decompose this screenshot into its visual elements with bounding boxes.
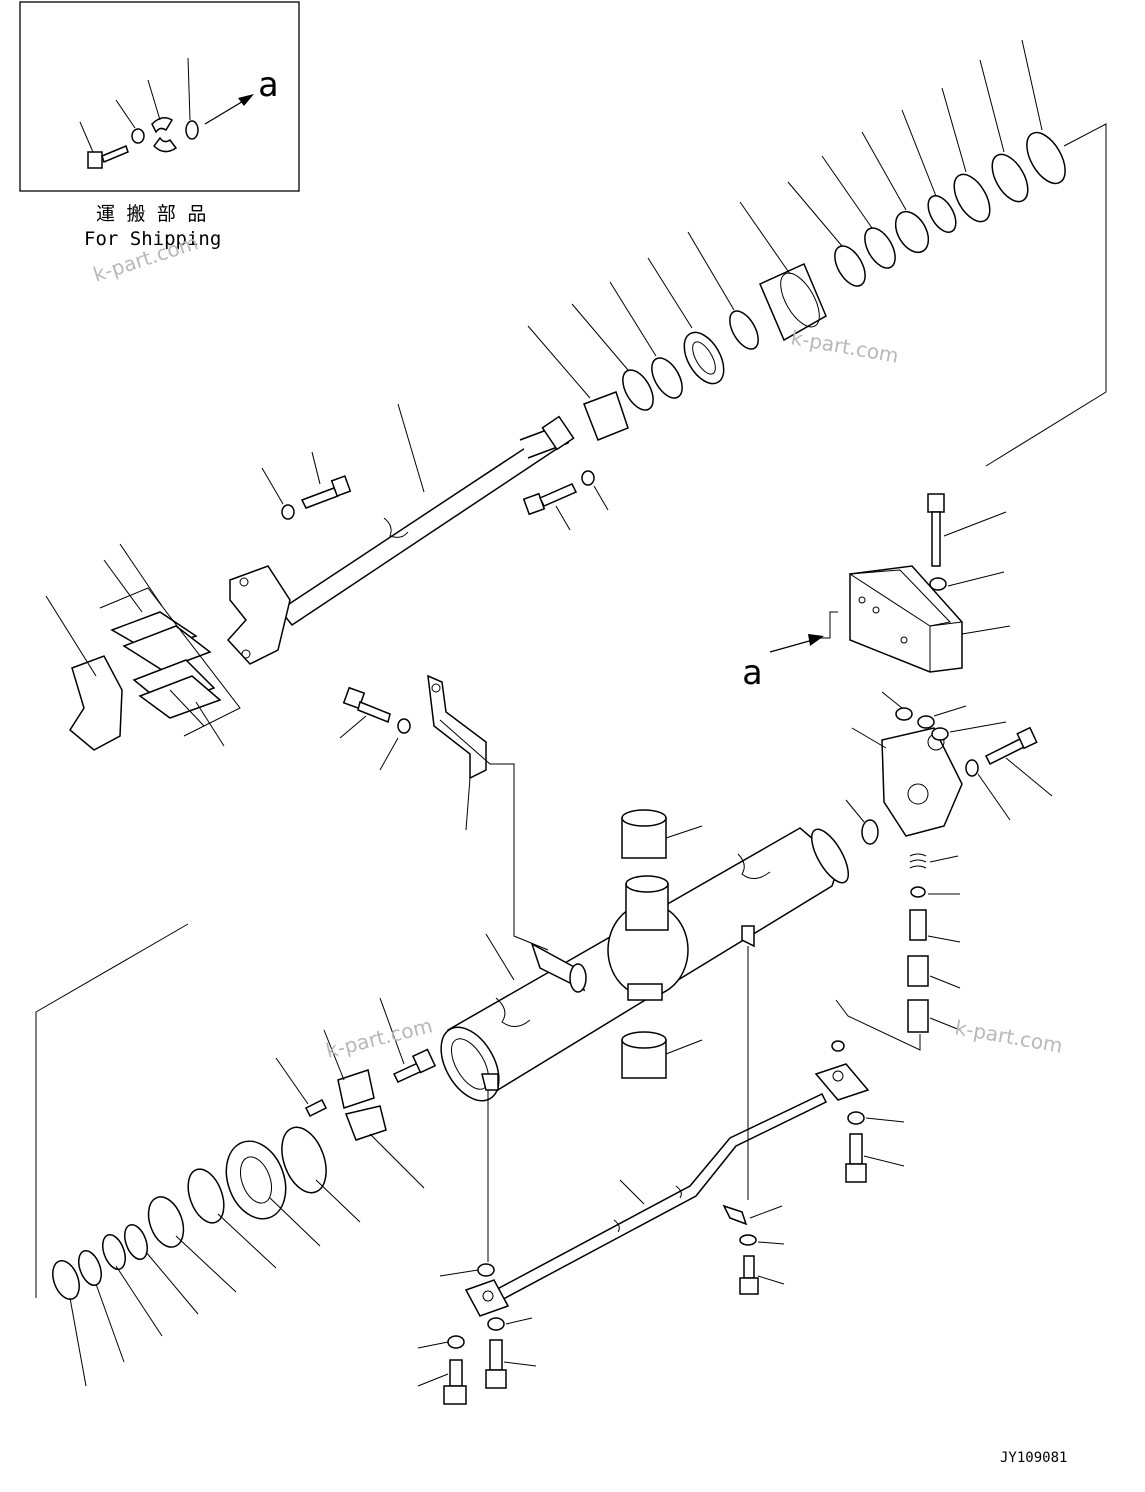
inset-arrow (204, 94, 254, 125)
set-screw (275, 1057, 328, 1118)
piston-assembly (35, 923, 437, 1387)
cylinder-head (739, 201, 827, 342)
seal-ring-2 (609, 281, 683, 399)
o-ring-cylinder-port (845, 799, 879, 845)
seal-ring-6 (861, 131, 930, 254)
valve-sleeve-2 (907, 999, 961, 1033)
pipe-o-ring-upper (847, 1111, 905, 1125)
shipping-parts-inset: a (19, 1, 300, 192)
dust-plate (527, 325, 629, 441)
upper-seal-set (527, 39, 1107, 467)
piston-ring-5 (78, 1249, 125, 1363)
seal-ring-5 (821, 155, 896, 269)
port-flange-assembly (831, 691, 1053, 1052)
pipe-o-ring-lower-right (487, 1317, 533, 1331)
port-flange (851, 727, 963, 837)
seal-ring-10 (1021, 39, 1066, 185)
inset-bolt (79, 121, 129, 169)
small-o-ring-pipe (831, 1040, 845, 1052)
pipe-bolt-left (417, 1359, 467, 1405)
head-washer (581, 470, 609, 511)
head-bolt (522, 483, 578, 531)
small-o-ring-2 (917, 705, 967, 729)
pipe-bolt-upper (845, 1133, 905, 1183)
inset-title-en: For Shipping (84, 228, 221, 250)
seal-ring-4 (787, 181, 866, 287)
inset-arrow-label: a (258, 65, 278, 105)
split-flange-shims (45, 543, 241, 751)
pipe-flange-upper (814, 1063, 870, 1101)
flange-washer (965, 759, 1011, 821)
bracket-washer (379, 718, 411, 771)
flange-bolt (984, 726, 1053, 797)
piston-nut-half-1 (323, 1029, 375, 1109)
small-o-ring-1 (881, 691, 913, 721)
pipe-clamp (722, 1204, 783, 1226)
inset-washer (115, 99, 145, 144)
cylinder-tube (440, 827, 849, 1102)
inset-title-jp: 運 搬 部 品 (96, 203, 206, 225)
valve-washer (910, 886, 960, 898)
block-washer (929, 571, 1005, 591)
inset-o-ring (185, 57, 199, 140)
small-o-ring-3 (931, 721, 1007, 741)
piston-ring-1 (187, 1168, 277, 1269)
block-arrow-label: a (742, 653, 762, 693)
hydraulic-pipe-assembly (417, 946, 905, 1405)
watermark-2: k-part.com (789, 325, 900, 368)
spring (909, 853, 959, 869)
watermark-4: k-part.com (953, 1015, 1064, 1058)
piston-bolt (379, 997, 437, 1083)
drawing-code: JY109081 (1000, 1450, 1067, 1466)
valve-poppet (909, 909, 961, 943)
pipe-bolt-right (485, 1339, 537, 1389)
bracket-bolt (339, 686, 391, 739)
bushing-ring (647, 257, 725, 385)
block-bolt (927, 493, 1007, 567)
piston-ring-2 (147, 1196, 237, 1293)
rod-bolt (300, 451, 352, 509)
pipe-bracket (339, 674, 549, 951)
piston-ring-6 (52, 1260, 87, 1387)
pipe-o-ring-lower-left (439, 1263, 495, 1277)
pipe-washer-left (417, 1335, 465, 1349)
block-arrow (769, 611, 838, 653)
piston (225, 1140, 321, 1247)
piston-ring-3 (124, 1223, 199, 1315)
valve-sleeve-1 (907, 955, 961, 989)
rod-washer (261, 467, 295, 520)
piston-ring-4 (102, 1233, 163, 1337)
trunnion-bushing-upper (621, 809, 703, 859)
clamp-bolt (739, 1255, 785, 1295)
wear-ring (281, 1126, 361, 1223)
seal-ring-8 (941, 87, 991, 223)
inset-split-flange (147, 79, 178, 153)
clamp-washer (739, 1234, 785, 1246)
rod-bolt-group (261, 451, 609, 531)
piston-nut-half-2 (344, 1105, 425, 1189)
valve-block (848, 565, 1011, 673)
trunnion-bushing-lower (621, 1031, 703, 1079)
seal-ring-9 (979, 59, 1029, 203)
seal-ring-1 (571, 303, 654, 411)
piston-rod-assembly (226, 403, 575, 665)
valve-block-assembly: a (742, 493, 1011, 693)
seal-ring-7 (901, 109, 957, 233)
pipe-flange-lower (464, 1279, 510, 1317)
seal-ring-3 (687, 231, 759, 350)
